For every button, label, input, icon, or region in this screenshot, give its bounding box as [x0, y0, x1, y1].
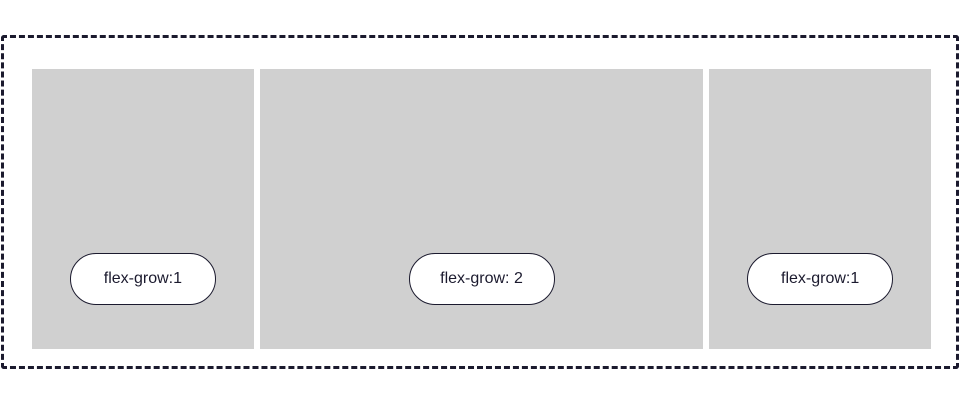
- flex-item-2: flex-grow: 2: [259, 69, 704, 349]
- flex-item-1: flex-grow:1: [32, 69, 254, 349]
- flex-items-row: flex-grow:1 flex-grow: 2 flex-grow:1: [32, 69, 931, 349]
- flex-item-3: flex-grow:1: [709, 69, 931, 349]
- flex-item-2-label: flex-grow: 2: [408, 253, 555, 305]
- flex-container: flex-grow:1 flex-grow: 2 flex-grow:1: [1, 35, 959, 369]
- flex-item-3-label: flex-grow:1: [747, 253, 894, 305]
- flex-item-1-label: flex-grow:1: [69, 253, 216, 305]
